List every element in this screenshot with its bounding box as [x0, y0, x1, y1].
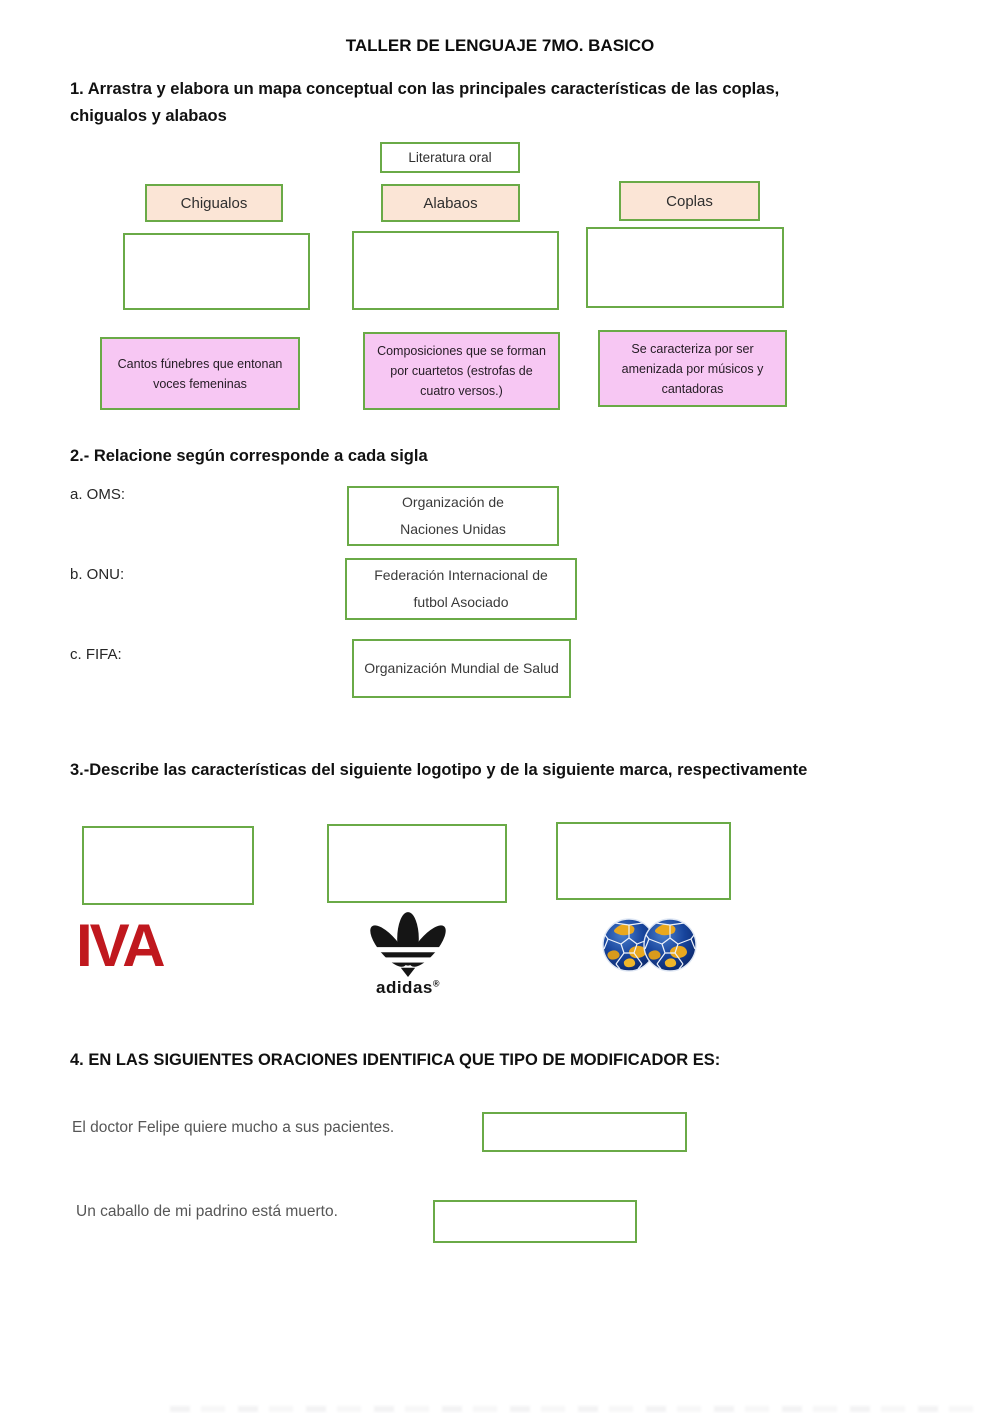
question-4-heading: 4. EN LAS SIGUIENTES ORACIONES IDENTIFIC… — [70, 1051, 721, 1069]
concept-root-literatura-oral: Literatura oral — [380, 142, 520, 173]
answer-box-sentence-2[interactable] — [433, 1200, 637, 1243]
fifa-balls-logo — [601, 911, 699, 979]
question-1-heading: 1. Arrastra y elabora un mapa conceptual… — [70, 80, 780, 126]
registered-mark: ® — [432, 978, 440, 989]
drag-card-amenizada-musicos[interactable]: Se caracteriza por ser amenizada por mús… — [598, 330, 787, 407]
match-option-naciones-unidas[interactable]: Organización de Naciones Unidas — [347, 486, 559, 546]
drop-box-coplas[interactable] — [586, 227, 784, 308]
adidas-logo: adidas® — [356, 908, 460, 998]
match-option-fifa-federacion[interactable]: Federación Internacional de futbol Asoci… — [345, 558, 577, 620]
sigla-label-oms: a. OMS: — [70, 486, 126, 503]
page-bottom-cutoff-text — [170, 1406, 980, 1412]
sigla-label-fifa: c. FIFA: — [70, 646, 122, 663]
answer-box-logo-adidas[interactable] — [327, 824, 507, 903]
sentence-caballo-padrino: Un caballo de mi padrino está muerto. — [76, 1203, 338, 1220]
match-option-text: Organización de Naciones Unidas — [400, 494, 506, 537]
drag-card-composiciones-cuartetos[interactable]: Composiciones que se forman por cuarteto… — [363, 332, 560, 410]
drag-card-cantos-funebres[interactable]: Cantos fúnebres que entonan voces femeni… — [100, 337, 300, 410]
sigla-label-onu: b. ONU: — [70, 566, 125, 583]
adidas-wordmark: adidas® — [356, 978, 460, 998]
drop-box-alabaos[interactable] — [352, 231, 559, 310]
answer-box-logo-iva[interactable] — [82, 826, 254, 905]
sentence-doctor-felipe: El doctor Felipe quiere mucho a sus paci… — [72, 1119, 395, 1136]
answer-box-sentence-1[interactable] — [482, 1112, 687, 1152]
category-box-coplas: Coplas — [619, 181, 760, 221]
match-option-organizacion-salud[interactable]: Organización Mundial de Salud — [352, 639, 571, 698]
page-title: TALLER DE LENGUAJE 7MO. BASICO — [345, 36, 655, 55]
soccer-balls-icon — [601, 911, 699, 979]
adidas-trefoil-icon — [356, 908, 460, 978]
question-2-heading: 2.- Relacione según corresponde a cada s… — [70, 447, 428, 465]
answer-box-logo-fifa[interactable] — [556, 822, 731, 900]
category-box-alabaos: Alabaos — [381, 184, 520, 222]
category-box-chigualos: Chigualos — [145, 184, 283, 222]
question-3-heading: 3.-Describe las características del sigu… — [70, 761, 808, 779]
match-option-text: Organización Mundial de Salud — [364, 660, 559, 677]
drop-box-chigualos[interactable] — [123, 233, 310, 310]
match-option-text: Federación Internacional de futbol Asoci… — [374, 567, 548, 610]
iva-logo: IVA — [76, 912, 166, 979]
adidas-word-text: adidas — [376, 978, 433, 997]
